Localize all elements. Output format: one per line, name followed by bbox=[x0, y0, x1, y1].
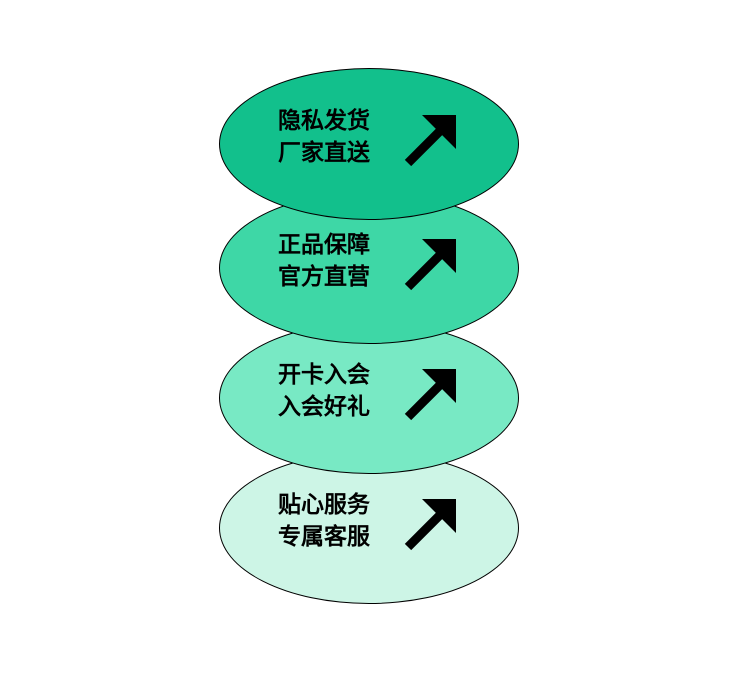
arrow-up-right-icon bbox=[404, 239, 456, 291]
feature-line-1: 开卡入会 bbox=[278, 362, 370, 388]
feature-line-2: 官方直营 bbox=[278, 264, 370, 290]
feature-line-1: 贴心服务 bbox=[278, 492, 370, 518]
feature-label: 隐私发货 厂家直送 bbox=[278, 105, 388, 169]
feature-line-1: 隐私发货 bbox=[278, 108, 370, 134]
feature-bubble-genuine: 正品保障 官方直营 bbox=[219, 192, 519, 344]
feature-bubble-shipping: 隐私发货 厂家直送 bbox=[219, 68, 519, 220]
feature-bubble-membership: 开卡入会 入会好礼 bbox=[219, 322, 519, 474]
feature-line-2: 厂家直送 bbox=[278, 140, 370, 166]
arrow-up-right-icon bbox=[404, 115, 456, 167]
feature-line-1: 正品保障 bbox=[278, 232, 370, 258]
feature-label: 正品保障 官方直营 bbox=[278, 229, 388, 293]
feature-line-2: 专属客服 bbox=[278, 524, 370, 550]
feature-label: 开卡入会 入会好礼 bbox=[278, 359, 388, 423]
feature-bubble-service: 贴心服务 专属客服 bbox=[219, 452, 519, 604]
feature-label: 贴心服务 专属客服 bbox=[278, 489, 388, 553]
feature-line-2: 入会好礼 bbox=[278, 394, 370, 420]
arrow-up-right-icon bbox=[404, 499, 456, 551]
arrow-up-right-icon bbox=[404, 369, 456, 421]
